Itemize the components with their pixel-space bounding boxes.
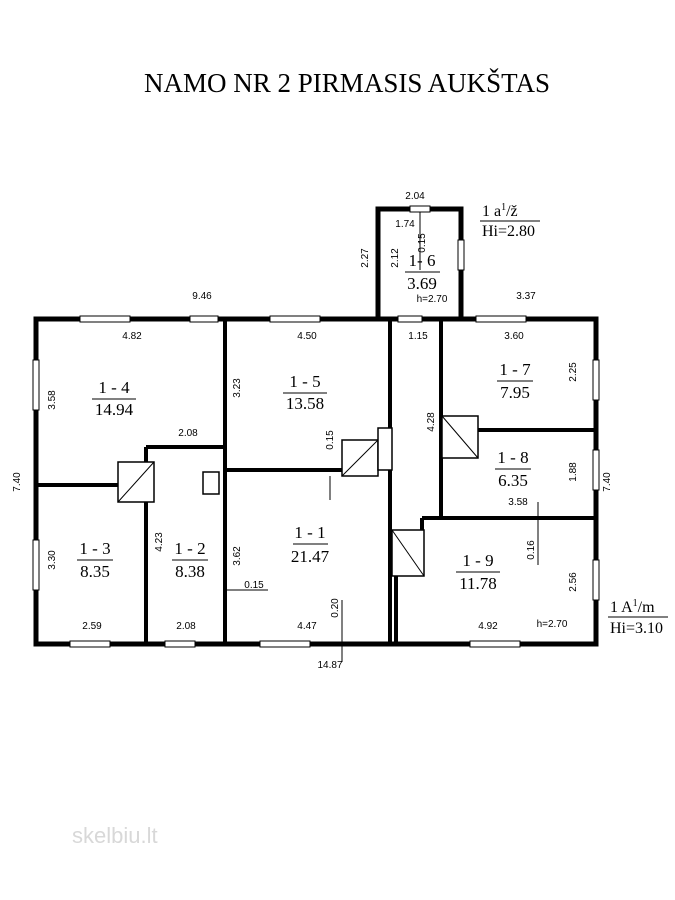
room-code: 1 - 4	[98, 378, 130, 397]
dim-3-58-left: 3.58	[47, 390, 58, 410]
dim-4-23: 4.23	[154, 532, 165, 552]
dim-4-28: 4.28	[426, 412, 437, 432]
window	[592, 559, 600, 601]
main-note: 1 A1/m Hi=3.10	[608, 598, 668, 637]
window	[592, 359, 600, 401]
window	[32, 359, 40, 411]
dim-2-27: 2.27	[360, 248, 371, 268]
dim-0-15-bottom: 0.15	[244, 580, 264, 591]
plan-title: NAMO NR 2 PIRMASIS AUKŠTAS	[144, 68, 550, 98]
windows	[32, 205, 600, 648]
exterior-walls	[33, 206, 599, 647]
window	[69, 640, 111, 648]
room-code: 1 - 5	[289, 372, 320, 391]
dim-2-25: 2.25	[568, 362, 579, 382]
window	[592, 449, 600, 491]
dim-0-16: 0.16	[526, 540, 537, 560]
annex-label: 1 a1/ž	[482, 202, 518, 220]
window	[475, 315, 527, 323]
dim-left-height: 7.40	[12, 472, 23, 492]
chimney	[202, 471, 220, 495]
dim-3-58-mid: 3.58	[508, 497, 528, 508]
room6-height: h=2.70	[417, 294, 448, 305]
chimney	[377, 427, 393, 471]
dim-top-right: 3.37	[516, 291, 536, 302]
room-area: 6.35	[498, 471, 528, 490]
room-code: 1- 6	[409, 251, 436, 270]
dim-2-08-bottom: 2.08	[176, 621, 196, 632]
annex-note: 1 a1/ž Hi=2.80	[480, 202, 540, 240]
room-code: 1 - 3	[79, 539, 110, 558]
window	[164, 640, 196, 648]
dim-2-59: 2.59	[82, 621, 102, 632]
room-area: 13.58	[286, 394, 324, 413]
room-1-7: 1 - 7 7.95	[497, 360, 533, 402]
annex-hi: Hi=2.80	[482, 223, 535, 240]
interior-walls	[38, 321, 594, 642]
room-1-9: 1 - 9 11.78	[456, 551, 500, 593]
dim-4-50: 4.50	[297, 331, 317, 342]
dim-0-15-corridor: 0.15	[325, 430, 336, 450]
room-1-3: 1 - 3 8.35	[77, 539, 113, 581]
dim-3-62: 3.62	[232, 546, 243, 566]
dim-top-left: 9.46	[192, 291, 212, 302]
dim-right-height: 7.40	[602, 472, 613, 492]
room-1-1: 1 - 1 21.47	[291, 523, 330, 566]
dim-2-12: 2.12	[390, 248, 401, 268]
dim-4-47: 4.47	[297, 621, 317, 632]
room-area: 7.95	[500, 383, 530, 402]
dim-2-56: 2.56	[568, 572, 579, 592]
dim-4-92: 4.92	[478, 621, 498, 632]
dimension-labels: 14.87 7.40 7.40 9.46 3.37 4.82 4.50 1.15…	[12, 191, 613, 671]
room-area: 14.94	[95, 400, 134, 419]
room-area: 11.78	[459, 574, 497, 593]
room-area: 3.69	[407, 274, 437, 293]
room-1-2: 1 - 2 8.38	[172, 539, 208, 581]
room9-height: h=2.70	[537, 619, 568, 630]
window	[397, 315, 423, 323]
dim-1-15: 1.15	[408, 331, 428, 342]
room-code: 1 - 1	[294, 523, 325, 542]
dim-1-74: 1.74	[395, 219, 415, 230]
room-labels: 1 - 1 21.47 1 - 2 8.38 1 - 3 8.35 1 - 4 …	[77, 251, 533, 593]
dim-4-82: 4.82	[122, 331, 142, 342]
dim-2-04: 2.04	[405, 191, 425, 202]
room-1-6: 1- 6 3.69	[405, 251, 440, 293]
room-area: 21.47	[291, 547, 330, 566]
dim-1-88: 1.88	[568, 462, 579, 482]
dim-0-15-annex: 0.15	[417, 233, 428, 253]
main-hi: Hi=3.10	[610, 620, 663, 637]
dim-3-23: 3.23	[232, 378, 243, 398]
window	[189, 315, 219, 323]
window	[409, 205, 431, 213]
room-1-4: 1 - 4 14.94	[92, 378, 136, 419]
window	[457, 239, 465, 271]
window	[469, 640, 521, 648]
room-code: 1 - 2	[174, 539, 205, 558]
room-code: 1 - 9	[462, 551, 493, 570]
dim-2-08-top: 2.08	[178, 428, 198, 439]
main-label: 1 A1/m	[610, 598, 655, 616]
room-code: 1 - 7	[499, 360, 531, 379]
window	[269, 315, 321, 323]
dimension-ticks	[225, 212, 539, 662]
window	[32, 539, 40, 591]
dim-0-20: 0.20	[330, 598, 341, 618]
window	[79, 315, 131, 323]
dim-3-60: 3.60	[504, 331, 524, 342]
room-area: 8.35	[80, 562, 110, 581]
dim-overall-width: 14.87	[317, 660, 342, 671]
room-code: 1 - 8	[497, 448, 528, 467]
room-1-5: 1 - 5 13.58	[283, 372, 327, 413]
dim-3-30: 3.30	[47, 550, 58, 570]
stoves	[117, 415, 479, 577]
window	[259, 640, 311, 648]
watermark: skelbiu.lt	[72, 823, 158, 848]
room-area: 8.38	[175, 562, 205, 581]
room-1-8: 1 - 8 6.35	[495, 448, 531, 490]
